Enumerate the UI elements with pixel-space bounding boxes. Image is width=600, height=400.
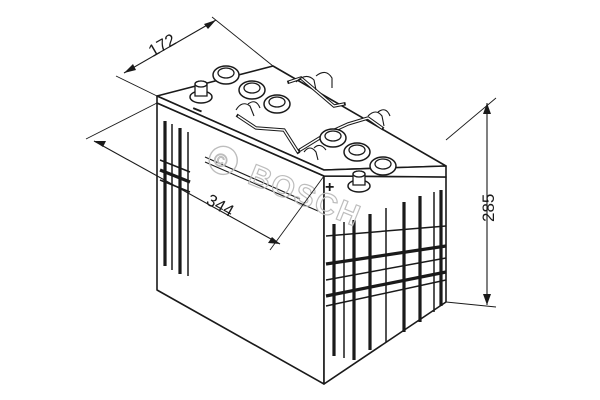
negative-terminal-post bbox=[189, 80, 213, 104]
positive-terminal-post bbox=[347, 170, 371, 193]
positive-terminal-symbol: + bbox=[325, 179, 334, 196]
cell-connector-straps bbox=[235, 71, 391, 161]
vent-cap bbox=[238, 80, 266, 100]
vent-cap bbox=[369, 156, 397, 176]
vent-cap bbox=[343, 142, 371, 162]
short-face-rib-grid bbox=[325, 190, 447, 360]
lid-step-line-2 bbox=[204, 156, 301, 200]
height-dimension: 285 bbox=[445, 97, 498, 308]
vent-cap bbox=[319, 128, 347, 148]
vent-cap bbox=[212, 65, 240, 85]
width-dimension-label: 172 bbox=[145, 30, 179, 61]
vent-cap bbox=[263, 94, 291, 114]
height-dimension-label: 285 bbox=[479, 194, 498, 222]
left-face-rib-grid bbox=[159, 121, 191, 276]
lid-step-line bbox=[204, 161, 319, 212]
